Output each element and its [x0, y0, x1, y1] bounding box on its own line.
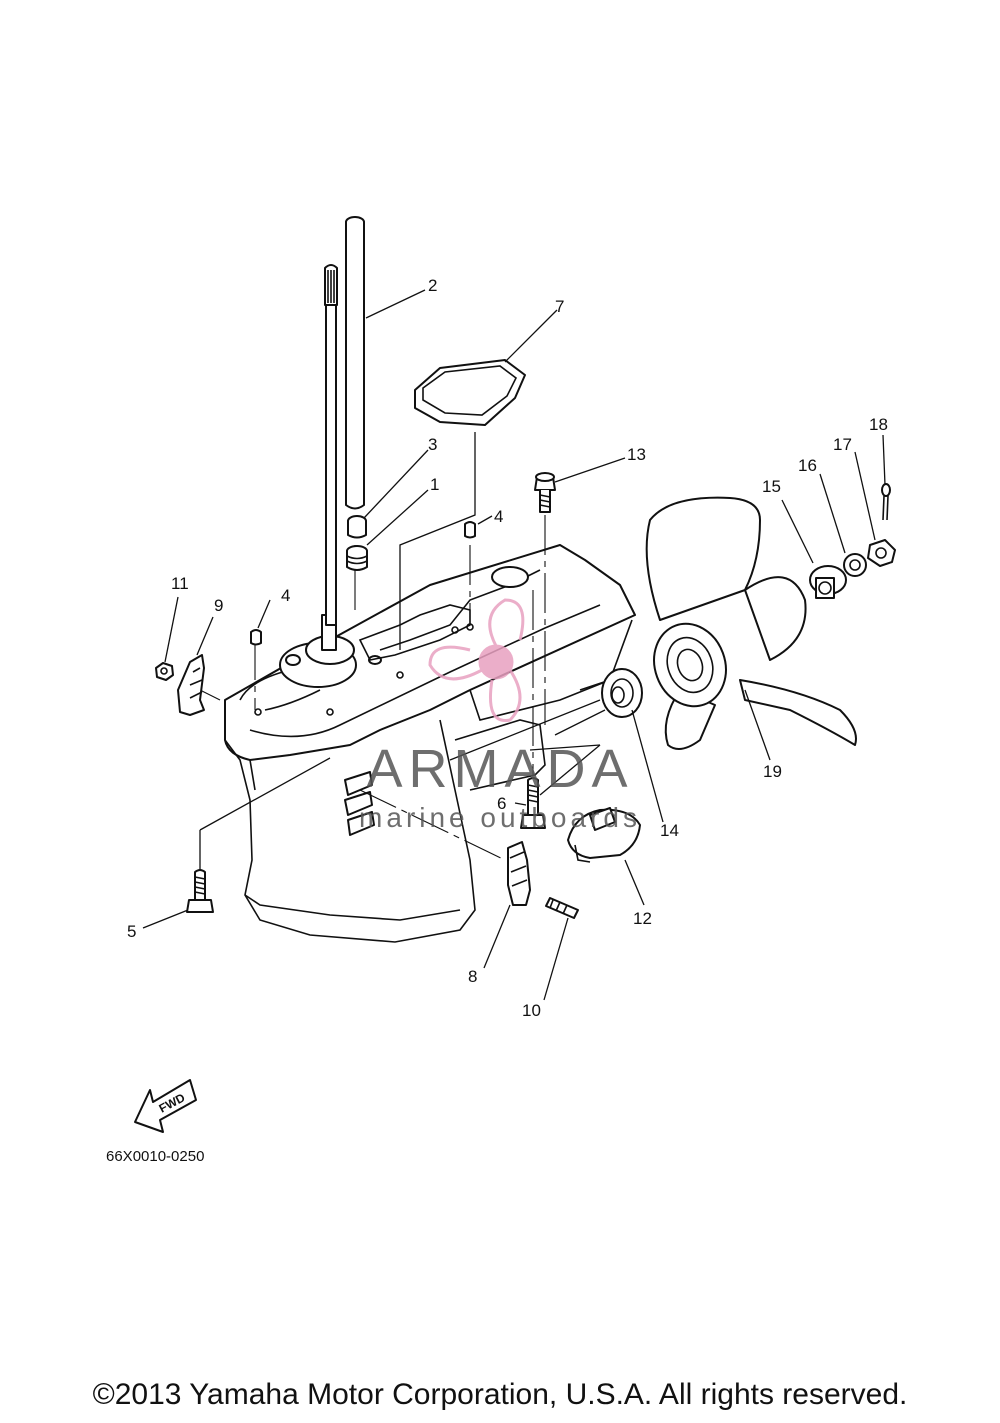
part-3-grommet — [347, 515, 367, 539]
part-18-cotter-pin — [881, 483, 891, 521]
part-6-bolt — [520, 777, 546, 829]
callout-9: 9 — [214, 596, 223, 615]
callout-16: 16 — [798, 456, 817, 475]
part-1-seal — [346, 545, 368, 571]
part-15-spacer — [809, 565, 847, 599]
callout-19: 19 — [763, 762, 782, 781]
drive-shaft — [324, 264, 338, 626]
part-12-anode — [567, 807, 641, 863]
part-5-bolt — [186, 869, 214, 913]
callout-3: 3 — [428, 435, 437, 454]
callout-14: 14 — [660, 821, 679, 840]
part-19-propeller — [645, 496, 857, 750]
part-11-nut — [155, 662, 174, 681]
part-9-anode-bracket — [177, 654, 205, 716]
callout-18: 18 — [869, 415, 888, 434]
assembly-lines — [199, 432, 606, 870]
part-14-thrust-washer — [601, 668, 643, 718]
callout-labels: 1 2 3 4 4 5 6 7 8 9 10 11 12 13 14 15 16… — [127, 276, 888, 1020]
part-13-bolt — [534, 472, 556, 513]
part-17-nut — [867, 539, 896, 567]
watermark-tagline: marine outboards — [359, 802, 641, 833]
callout-8: 8 — [468, 967, 477, 986]
callout-15: 15 — [762, 477, 781, 496]
callout-1: 1 — [430, 475, 439, 494]
callout-4-lower: 4 — [281, 586, 290, 605]
callout-11: 11 — [171, 574, 189, 593]
callout-7: 7 — [555, 297, 564, 316]
copyright-notice: ©2013 Yamaha Motor Corporation, U.S.A. A… — [92, 1378, 908, 1411]
part-10-screw — [545, 897, 579, 919]
callout-12: 12 — [633, 909, 652, 928]
callout-2: 2 — [428, 276, 437, 295]
part-7-gasket — [414, 359, 526, 426]
callout-6: 6 — [497, 794, 506, 813]
callout-17: 17 — [833, 435, 852, 454]
part-16-washer — [843, 553, 867, 577]
watermark-brand: ARMADA — [366, 739, 633, 799]
callout-4-upper: 4 — [494, 507, 503, 526]
callout-13: 13 — [627, 445, 646, 464]
callout-10: 10 — [522, 1001, 541, 1020]
watermark: ARMADA marine outboards — [359, 598, 641, 833]
part-4-dowel-pins — [250, 521, 476, 646]
leader-lines — [142, 289, 886, 1001]
part-8-anode — [507, 841, 531, 906]
fwd-arrow-icon: FWD — [134, 1079, 197, 1133]
catalog-number: 66X0010-0250 — [106, 1148, 204, 1165]
watermark-logo — [428, 598, 525, 722]
callout-5: 5 — [127, 922, 136, 941]
part-2-water-tube — [345, 216, 365, 510]
